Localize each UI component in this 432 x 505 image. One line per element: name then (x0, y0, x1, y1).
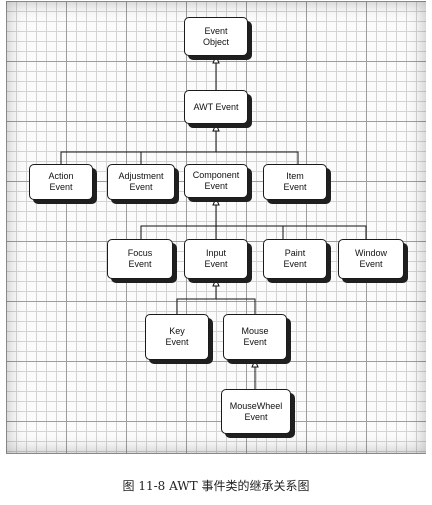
awt-event-label: AWT Event (193, 101, 239, 112)
mouse-event-label-2: Event (243, 337, 267, 347)
window-event-label-1: Window (354, 248, 387, 258)
connector-bus-level4 (176, 298, 256, 314)
adjustment-event-box: Adjustment Event (107, 164, 175, 200)
key-event-label-2: Event (165, 337, 189, 347)
mousewheel-event-label-2: Event (244, 411, 268, 422)
action-event-label-1: Action (48, 171, 74, 181)
adjustment-event-label-2: Event (129, 182, 153, 192)
item-event-box: Item Event (263, 164, 327, 200)
arrowhead (251, 358, 259, 368)
paint-event-label-2: Event (283, 259, 307, 269)
arrowhead (212, 277, 220, 287)
event-object-label-2: Object (202, 36, 229, 47)
mousewheel-event-label-1: MouseWheel (229, 400, 283, 411)
key-event-box: Key Event (145, 314, 209, 360)
event-object-box: Event Object (184, 17, 248, 56)
arrowhead (212, 196, 220, 206)
input-event-label-2: Event (204, 259, 228, 269)
figure-caption: 图 11-8 AWT 事件类的继承关系图 (122, 479, 310, 493)
mouse-event-box: Mouse Event (223, 314, 287, 360)
window-event-label-2: Event (359, 259, 383, 269)
action-event-label-2: Event (49, 182, 73, 192)
item-event-label-2: Event (283, 182, 307, 192)
input-event-box: Input Event (184, 239, 248, 279)
key-event-label-1: Key (169, 326, 185, 336)
component-event-box: Component Event (184, 164, 248, 198)
window-event-box: Window Event (338, 239, 404, 279)
mouse-event-label-1: Mouse (241, 326, 269, 336)
mousewheel-event-box: MouseWheel Event (221, 389, 291, 434)
awt-event-box: AWT Event (184, 90, 248, 124)
paint-event-box: Paint Event (263, 239, 327, 279)
component-event-label-1: Component (192, 170, 240, 180)
focus-event-label-1: Focus (127, 248, 153, 258)
item-event-label-1: Item (286, 171, 304, 181)
focus-event-label-2: Event (128, 259, 152, 269)
input-event-label-1: Input (205, 248, 227, 258)
arrowhead (212, 54, 220, 64)
component-event-label-2: Event (204, 181, 228, 191)
adjustment-event-label-1: Adjustment (118, 171, 164, 181)
arrowhead (212, 122, 220, 132)
event-object-label-1: Event (204, 25, 228, 36)
action-event-box: Action Event (29, 164, 93, 200)
connector-bus-level3 (140, 225, 367, 239)
focus-event-box: Focus Event (107, 239, 173, 279)
paint-event-label-1: Paint (284, 248, 306, 258)
connector-bus-level2 (60, 151, 299, 164)
